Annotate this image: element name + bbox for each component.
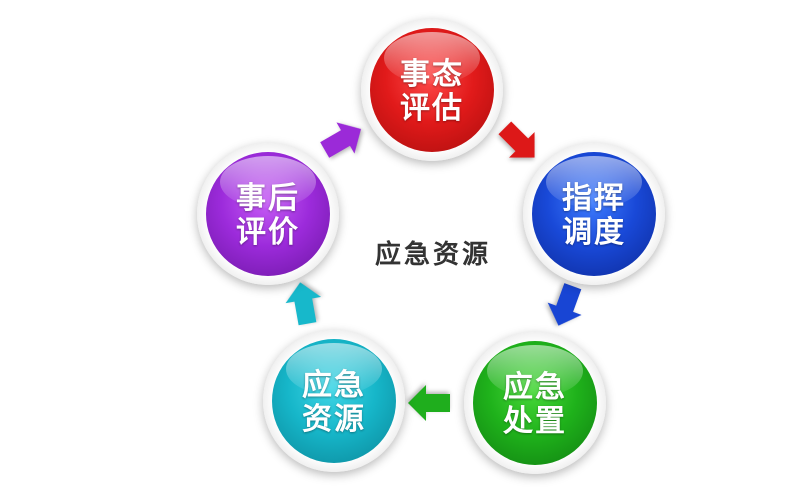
node-command-dispatch: 指挥 调度 (523, 143, 665, 285)
node-label-line2: 调度 (562, 215, 626, 250)
node-label-line1: 事态 (400, 57, 464, 92)
node-label-line2: 资源 (302, 402, 366, 437)
node-label-line1: 事后 (236, 181, 300, 216)
node-label-line1: 应急 (503, 370, 567, 405)
node-highlight (384, 32, 480, 84)
arrow-assessment-to-command (498, 121, 535, 158)
arrow-review-to-assessment (320, 122, 362, 158)
arrow-resources-to-review (285, 282, 322, 326)
node-highlight (286, 343, 382, 395)
node-label: 事态 评估 (366, 58, 498, 126)
arrow-command-to-disposal (547, 283, 582, 326)
node-incident-assessment: 事态 评估 (361, 19, 503, 161)
node-highlight (220, 156, 316, 208)
center-title: 应急资源 (374, 240, 491, 270)
node-label-line1: 指挥 (562, 181, 626, 216)
node-label: 应急 资源 (268, 369, 400, 437)
node-highlight (546, 156, 642, 208)
node-highlight (487, 345, 583, 397)
node-emergency-disposal: 应急 处置 (464, 332, 606, 474)
arrow-disposal-to-resources (408, 385, 450, 421)
node-label-line2: 评价 (236, 215, 300, 250)
node-label-line2: 处置 (503, 404, 567, 439)
node-label-line2: 评估 (400, 91, 464, 126)
node-label-line1: 应急 (302, 368, 366, 403)
node-label: 事后 评价 (202, 182, 334, 250)
node-label: 应急 处置 (469, 371, 601, 439)
node-post-event-review: 事后 评价 (197, 143, 339, 285)
node-label: 指挥 调度 (528, 182, 660, 250)
node-emergency-resources: 应急 资源 (263, 330, 405, 472)
